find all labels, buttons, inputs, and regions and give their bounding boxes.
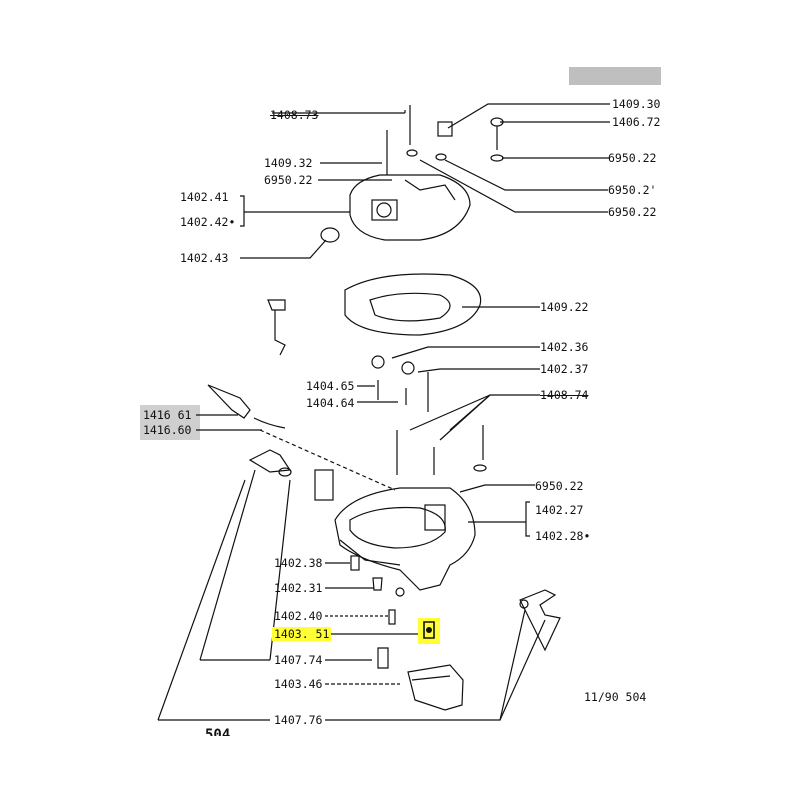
page-tab-marker (569, 67, 661, 85)
label-1408-73: 1408.73 (270, 108, 319, 122)
label-1409-30: 1409.30 (612, 97, 661, 111)
label-1408-74: 1408.74 (540, 388, 589, 402)
label-1402-41: 1402.41 (180, 190, 229, 204)
label-6950-22-a: 6950.22 (608, 151, 657, 165)
label-6950-21: 6950.2' (608, 183, 657, 197)
label-6950-22-b: 6950.22 (264, 173, 313, 187)
page-number: 504 (205, 728, 231, 736)
label-1404-64: 1404.64 (306, 396, 355, 410)
label-1403-46: 1403.46 (274, 677, 323, 691)
label-1402-38: 1402.38 (274, 556, 323, 570)
label-6950-22-c: 6950.22 (608, 205, 657, 219)
label-1402-36: 1402.36 (540, 340, 589, 354)
label-1402-27: 1402.27 (535, 503, 584, 517)
label-1402-42: 1402.42• (180, 215, 236, 229)
label-1406-72: 1406.72 (612, 115, 661, 129)
label-1416-60: 1416.60 (143, 423, 192, 437)
label-6950-22-d: 6950.22 (535, 479, 584, 493)
label-1402-40: 1402.40 (274, 609, 323, 623)
label-1403-51: 1403. 51 (272, 627, 332, 641)
label-1409-22: 1409.22 (540, 300, 589, 314)
scan-shadow (140, 405, 200, 440)
label-1402-37: 1402.37 (540, 362, 589, 376)
label-1407-74: 1407.74 (274, 653, 323, 667)
label-1409-32: 1409.32 (264, 156, 313, 170)
label-1402-28: 1402.28• (535, 529, 591, 543)
label-1402-43: 1402.43 (180, 251, 229, 265)
label-1402-31: 1402.31 (274, 581, 323, 595)
page-footer: 11/90 504 (584, 690, 647, 704)
label-1416-61: 1416 61 (143, 408, 192, 422)
label-1407-76: 1407.76 (274, 713, 323, 727)
label-1404-65: 1404.65 (306, 379, 355, 393)
corner-arrow-icon (148, 378, 172, 404)
